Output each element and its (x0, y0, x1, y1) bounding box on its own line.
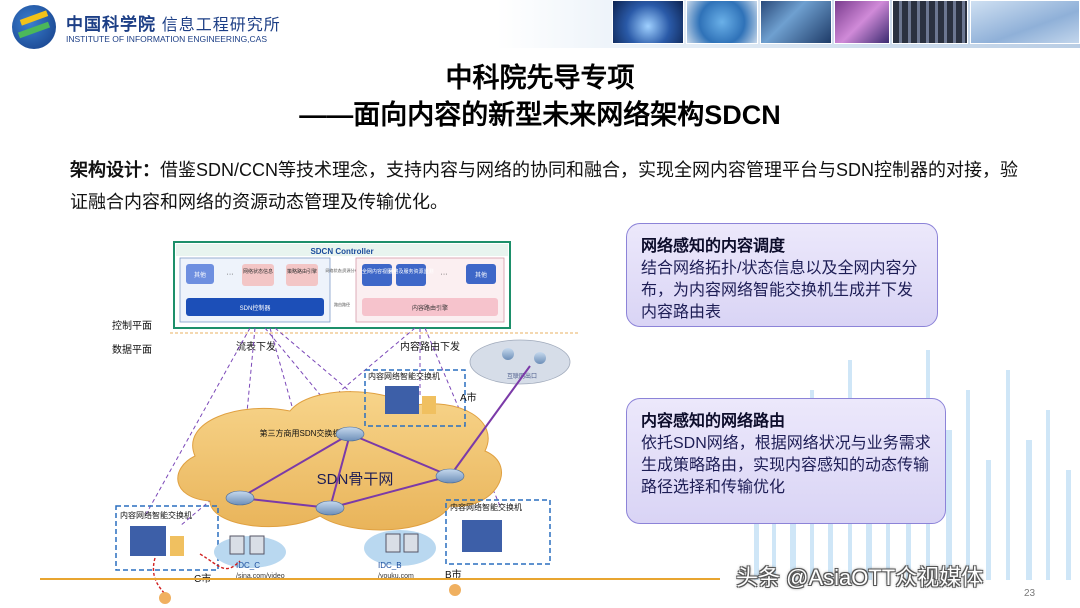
header-photo-datacenter (892, 0, 968, 44)
mid-label-top: 网络状态|资源分布 (325, 267, 358, 273)
city-b-label: B市 (445, 568, 462, 581)
switch-b-label: 内容网络智能交换机 (450, 502, 522, 512)
net-status-label: 网络状态信息 (243, 268, 273, 275)
left-dots: ··· (227, 271, 234, 278)
content-routing-label: 内容路由引擎 (412, 304, 448, 312)
idc-c-url: /sina.com/video (236, 573, 285, 580)
switch-a-label: 内容网络智能交换机 (368, 371, 440, 381)
callout-1-title: 网络感知的内容调度 (641, 238, 786, 255)
description-text: 借鉴SDN/CCN等技术理念，支持内容与网络的协同和融合，实现全网内容管理平台与… (70, 160, 1019, 212)
description-label: 架构设计： (70, 160, 160, 180)
sdcn-architecture-diagram: SDCN Controller 其他 ··· 网络状态信息 策略路由引擎 SDN… (112, 241, 578, 604)
sdn-controller-label: SDN控制器 (240, 304, 271, 312)
architecture-description: 架构设计：借鉴SDN/CCN等技术理念，支持内容与网络的协同和融合，实现全网内容… (70, 154, 1020, 218)
footer-divider (40, 578, 720, 580)
cas-logo-icon (12, 5, 56, 49)
watermark: 头条 @AsiaOTT众视媒体 (736, 565, 984, 590)
org-name-sub: 信息工程研究所 (161, 17, 281, 34)
user-icon-c (159, 592, 171, 604)
title-line-1: 中科院先导专项 (445, 63, 635, 93)
controller-title: SDCN Controller (310, 247, 373, 256)
org-name-cn: 中国科学院 信息工程研究所 (66, 10, 281, 35)
right-dots: ··· (441, 271, 448, 278)
backbone-label: SDN骨干网 (317, 471, 394, 488)
data-plane-label: 数据平面 (112, 343, 152, 356)
callout-1-body: 结合网络拓扑/状态信息以及全网内容分布，为内容网络智能交换机生成并下发内容路由表 (641, 260, 918, 321)
callout-content-scheduling: 网络感知的内容调度 结合网络拓扑/状态信息以及全网内容分布，为内容网络智能交换机… (626, 223, 938, 327)
content-route-label: 内容路由下发 (400, 340, 460, 353)
idc-b-label: IDC_B (378, 561, 402, 570)
idc-c-label: IDC_C (236, 561, 260, 570)
content-view-label: 全网内容视图 (362, 268, 392, 275)
title-line-2: ——面向内容的新型未来网络架构SDCN (299, 100, 781, 130)
callout-2-title: 内容感知的网络路由 (641, 413, 786, 430)
idc-b-url: /youku.com (378, 573, 414, 580)
org-name-main: 中国科学院 (66, 15, 156, 34)
header-banner: 中国科学院 信息工程研究所 INSTITUTE OF INFORMATION E… (0, 0, 1080, 49)
flow-table-label: 流表下发 (236, 340, 276, 353)
city-a-label: A市 (460, 391, 477, 404)
user-icon-b (449, 584, 461, 596)
header-photo-fiber (612, 0, 684, 44)
page-number: 23 (1024, 588, 1036, 599)
right-other-label: 其他 (475, 271, 487, 279)
org-name-en: INSTITUTE OF INFORMATION ENGINEERING,CAS (66, 34, 268, 44)
switch-c-label: 内容网络智能交换机 (120, 510, 192, 520)
control-plane-label: 控制平面 (112, 319, 152, 332)
callout-network-routing: 内容感知的网络路由 依托SDN网络，根据网络状况与业务需求生成策略路由，实现内容… (626, 398, 946, 524)
third-party-label: 第三方商用SDN交换机 (260, 428, 341, 438)
header-photo-earth (686, 0, 758, 44)
callout-2-body: 依托SDN网络，根据网络状况与业务需求生成策略路由，实现内容感知的动态传输路径选… (641, 435, 931, 496)
policy-engine-label: 策略路由引擎 (287, 268, 317, 275)
net-res-label: 网络及服务资源监测 (388, 268, 433, 275)
header-photo-circuit (760, 0, 832, 44)
header-photo-cables (970, 0, 1080, 44)
header-photo-chip (834, 0, 890, 44)
mid-label-bottom: 路由路径 (334, 301, 350, 307)
left-other-label: 其他 (194, 271, 206, 279)
